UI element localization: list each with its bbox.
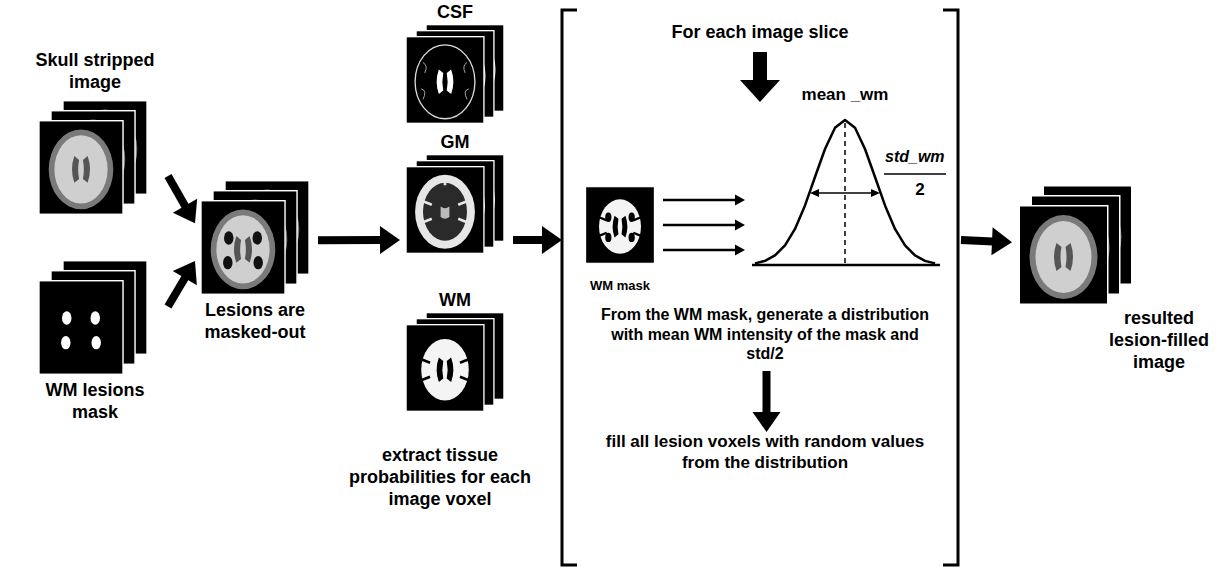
text-slot: WM mask (580, 278, 660, 294)
arrow-head (173, 261, 197, 285)
step-label: extract tissue probabilities for each im… (345, 445, 535, 511)
gaussian-curve (752, 120, 946, 265)
flow-arrow (318, 226, 400, 254)
text-label: WM mask (580, 278, 660, 294)
step-text-node: fill all lesion voxels with random value… (595, 432, 938, 480)
arrow-head (173, 199, 197, 223)
text-slot: resulted lesion-filled image (1100, 308, 1218, 374)
text-label: CSF (400, 2, 510, 24)
text-slot: From the WM mask, generate a distributio… (595, 305, 935, 364)
arrow-shaft (318, 236, 381, 244)
flow-arrow (753, 371, 781, 432)
gm-stack (406, 155, 504, 254)
csf-stack (406, 25, 504, 124)
arrow-head (753, 412, 781, 432)
flow-arrow (663, 244, 745, 255)
distribution-node: mean _wm std_wm 2 (745, 85, 950, 272)
arrow-shaft (763, 371, 771, 413)
arrow-shaft (168, 277, 185, 306)
text-label: mean _wm (785, 85, 905, 106)
skull-stripped-stack (39, 101, 147, 215)
text-slot: GM (400, 132, 510, 154)
arrow-head (380, 226, 400, 254)
flow-arrow (168, 176, 197, 223)
arrow-shaft (663, 224, 736, 227)
text-label: Lesions are masked-out (195, 300, 315, 344)
step-text-node: From the WM mask, generate a distributio… (595, 305, 938, 371)
image-stack-node: Lesions are masked-out (195, 175, 318, 347)
arrow-shaft (513, 236, 543, 244)
text-label: Skull stripped image (25, 50, 165, 94)
wm-mask-node: WM mask (580, 172, 663, 297)
image-stack-node: Skull stripped image (25, 50, 168, 225)
arrow-head (735, 195, 745, 206)
text-slot: Skull stripped image (25, 50, 165, 94)
text-slot: CSF (400, 2, 510, 24)
wm-stack (406, 313, 504, 412)
text-slot: WM (400, 290, 510, 312)
arrow-shaft (663, 249, 736, 252)
left-bracket (562, 10, 577, 565)
bracket-group: For each image slice WM mask mean _wm std_w… (562, 8, 961, 565)
result-stack (1019, 186, 1132, 305)
text-slot: For each image slice (562, 22, 958, 44)
down-arrow (740, 52, 780, 102)
arrow-head (991, 227, 1012, 255)
text-label: WM (400, 290, 510, 312)
flow-arrow (513, 226, 562, 254)
image-stack-node: resulted lesion-filled image (1012, 180, 1221, 377)
arrow-head (735, 220, 745, 231)
text-label: GM (400, 132, 510, 154)
arrow-head (542, 226, 562, 254)
text-label: WM lesions mask (25, 380, 165, 424)
flow-arrow (663, 220, 745, 231)
arrow-shaft (663, 199, 736, 202)
text-label: From the WM mask, generate a distributio… (595, 305, 935, 364)
text-slot: Lesions are masked-out (195, 300, 315, 344)
image-stack-node: WM lesions mask (25, 255, 168, 427)
tissue-map-node: GM (400, 132, 513, 262)
flow-arrow (663, 195, 745, 206)
flow-arrow (168, 261, 197, 307)
right-bracket (943, 10, 958, 565)
text-label: resulted lesion-filled image (1100, 308, 1218, 374)
text-slot: WM lesions mask (25, 380, 165, 424)
tissue-map-node: CSF (400, 2, 513, 127)
lesion-mask-stack (39, 261, 147, 375)
text-label: For each image slice (562, 22, 958, 44)
text-slot: 2 (905, 180, 935, 201)
tissue-map-node: WM (400, 290, 513, 425)
text-slot: extract tissue probabilities for each im… (345, 445, 535, 511)
wm-mask-image (586, 187, 655, 264)
text-label: std_wm (885, 147, 947, 167)
text-slot: fill all lesion voxels with random value… (595, 432, 935, 473)
masked-image-stack (201, 181, 309, 295)
arrow-shaft (168, 176, 186, 207)
text-slot: std_wm (885, 147, 947, 167)
text-slot: mean _wm (785, 85, 905, 106)
flow-arrow (961, 227, 1012, 255)
arrow-shaft (961, 240, 993, 241)
text-label: fill all lesion voxels with random value… (595, 432, 935, 473)
arrow-head (735, 244, 745, 255)
text-label: 2 (905, 180, 935, 201)
